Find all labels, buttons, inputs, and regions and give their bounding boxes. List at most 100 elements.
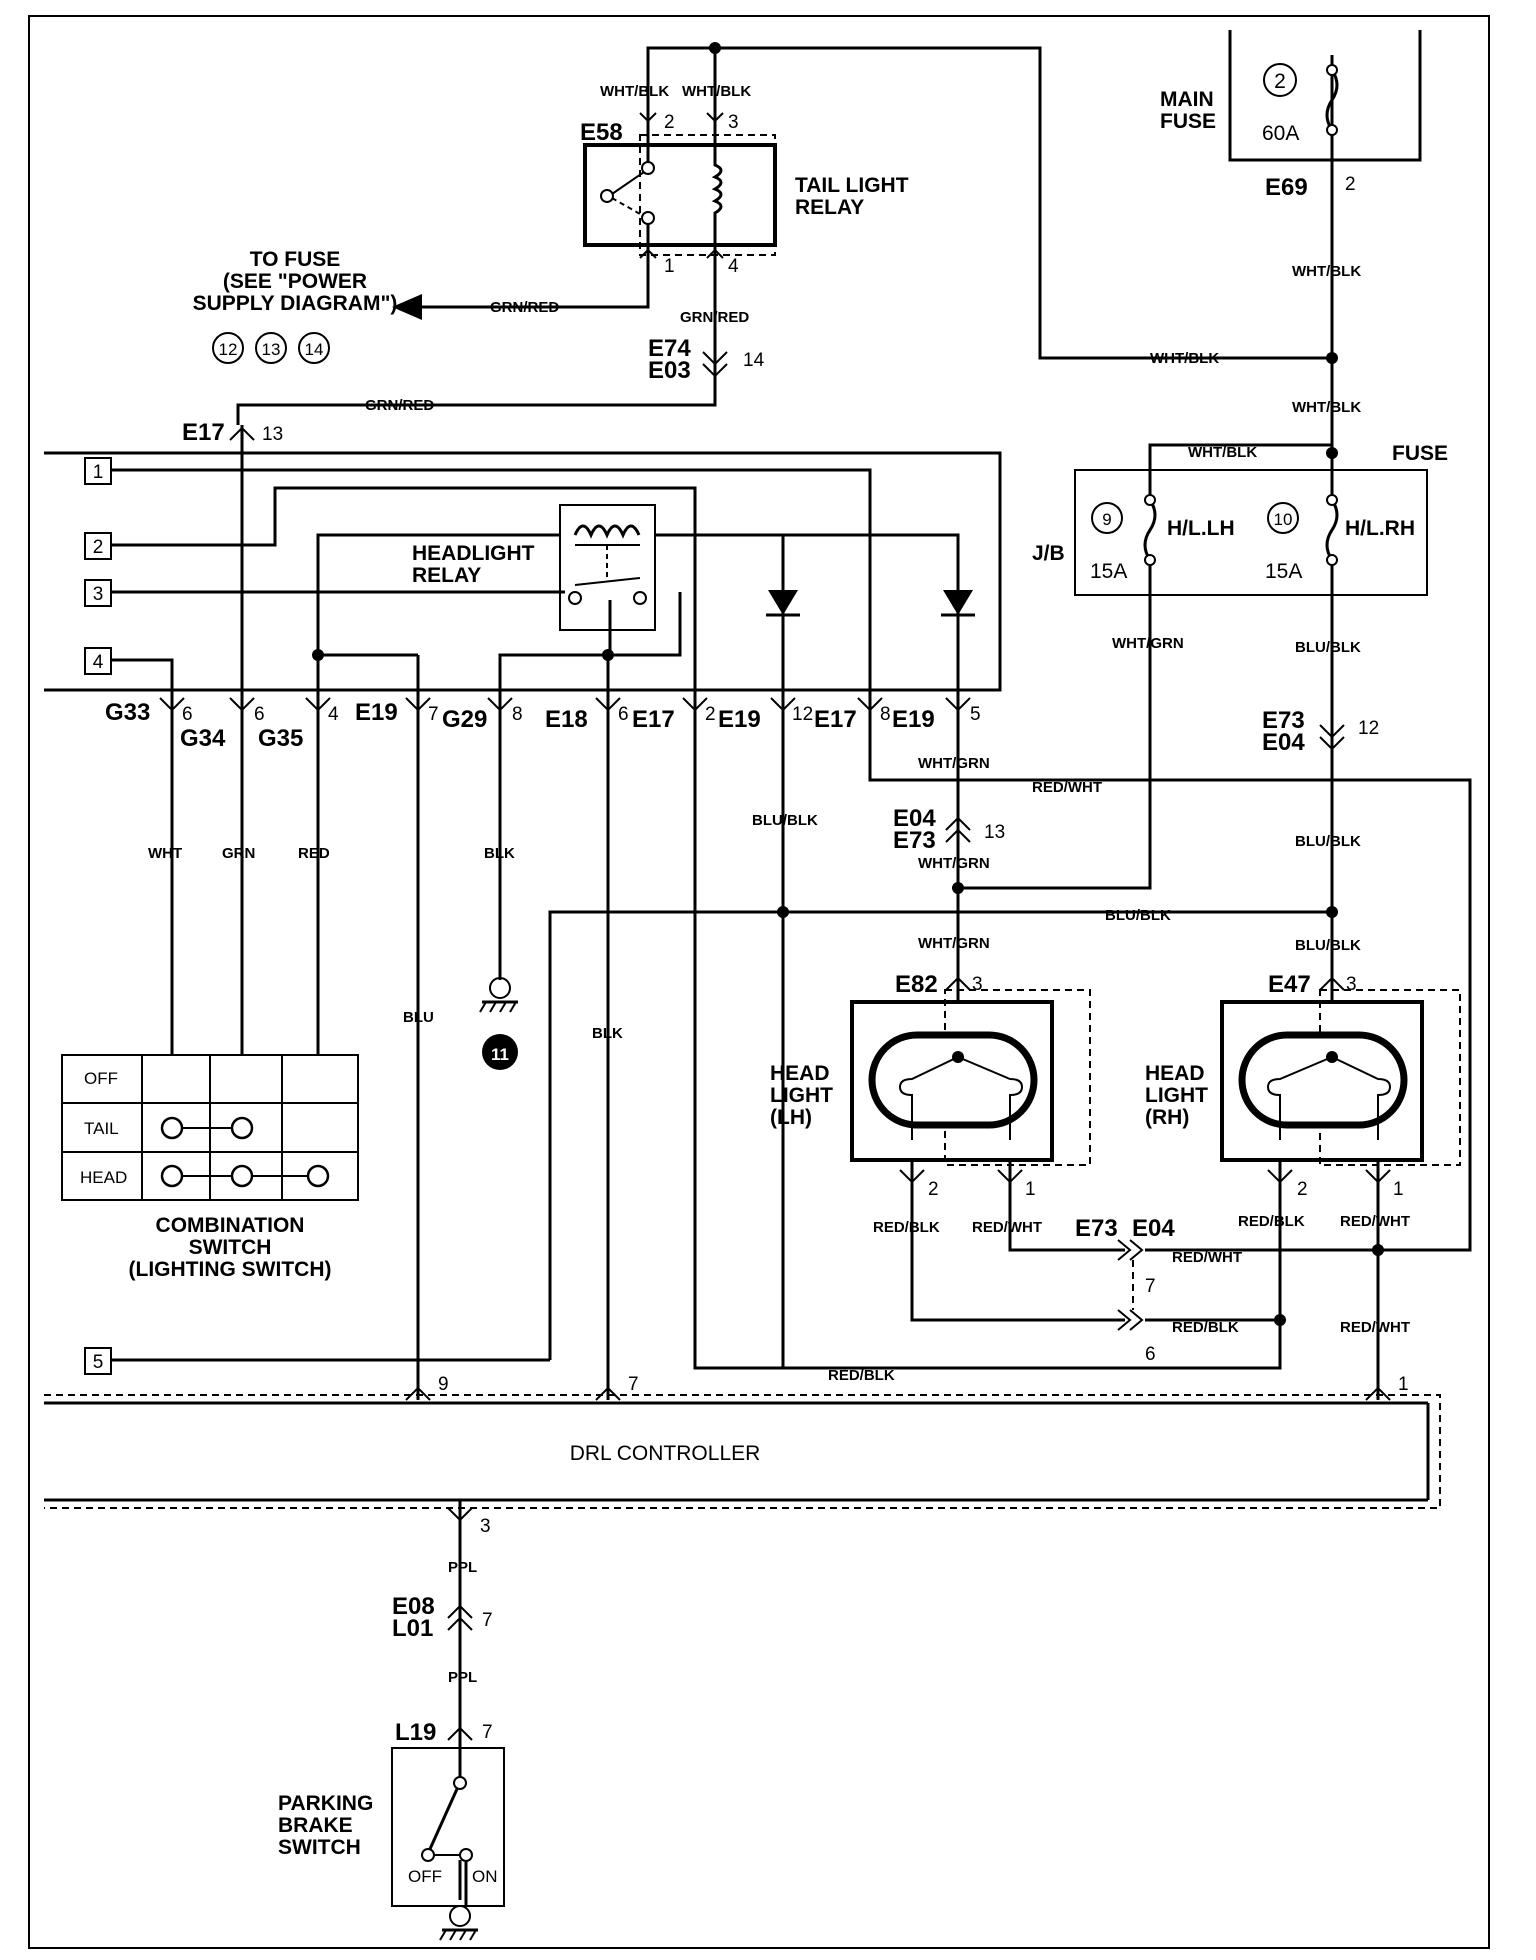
svg-text:(LH): (LH) — [770, 1106, 812, 1129]
connector-e08-l01: E08 L01 7 — [392, 1593, 493, 1642]
combination-switch: OFF TAIL HEAD COMBINATION SWITCH (LIGHTI… — [61, 1054, 359, 1281]
svg-text:E17: E17 — [632, 706, 675, 733]
svg-text:BRAKE: BRAKE — [278, 1814, 353, 1837]
svg-text:BLU/BLK: BLU/BLK — [1295, 639, 1361, 656]
svg-text:E17: E17 — [182, 419, 225, 446]
svg-text:3: 3 — [972, 974, 983, 995]
svg-text:3: 3 — [480, 1516, 491, 1537]
headlight-relay: HEADLIGHT RELAY — [412, 504, 656, 631]
diagram-border — [28, 15, 1490, 1949]
svg-text:5: 5 — [93, 1352, 104, 1373]
svg-text:3: 3 — [93, 584, 104, 605]
svg-text:1: 1 — [1025, 1179, 1036, 1200]
svg-text:(SEE "POWER: (SEE "POWER — [223, 270, 367, 293]
svg-text:OFF: OFF — [84, 1069, 118, 1088]
svg-text:WHT/BLK: WHT/BLK — [1150, 350, 1219, 367]
svg-text:13: 13 — [262, 340, 281, 359]
svg-text:RED/WHT: RED/WHT — [1172, 1249, 1242, 1266]
svg-text:2: 2 — [1297, 1179, 1308, 1200]
svg-text:3: 3 — [728, 112, 739, 133]
svg-text:RED/BLK: RED/BLK — [1172, 1319, 1239, 1336]
svg-text:WHT/BLK: WHT/BLK — [1292, 263, 1361, 280]
svg-text:2: 2 — [1345, 174, 1356, 195]
svg-text:L01: L01 — [392, 1615, 433, 1642]
svg-text:E47: E47 — [1268, 971, 1311, 998]
svg-text:13: 13 — [262, 424, 283, 445]
svg-text:RED/WHT: RED/WHT — [972, 1219, 1042, 1236]
svg-text:RED/WHT: RED/WHT — [1340, 1319, 1410, 1336]
svg-text:RED/WHT: RED/WHT — [1340, 1213, 1410, 1230]
connector-e74-e03: GRN/RED E74 E03 14 GRN/RED — [365, 309, 765, 414]
svg-text:WHT/BLK: WHT/BLK — [1188, 444, 1257, 461]
svg-text:HEAD: HEAD — [80, 1168, 127, 1187]
svg-text:RED: RED — [298, 845, 330, 862]
svg-text:G29: G29 — [442, 706, 487, 733]
svg-text:E19: E19 — [892, 706, 935, 733]
svg-text:FUSE: FUSE — [1160, 110, 1216, 133]
svg-text:E19: E19 — [355, 699, 398, 726]
svg-text:10: 10 — [1274, 510, 1293, 529]
svg-text:2: 2 — [93, 537, 104, 558]
svg-text:COMBINATION: COMBINATION — [156, 1214, 305, 1237]
svg-text:E18: E18 — [545, 706, 588, 733]
junction-block-fuses: FUSE J/B 9 H/L.LH 15A 10 H/L.RH 15A — [1032, 442, 1448, 596]
svg-text:1: 1 — [1393, 1179, 1404, 1200]
svg-text:E08: E08 — [392, 1593, 435, 1620]
svg-text:E82: E82 — [895, 971, 938, 998]
svg-text:G34: G34 — [180, 725, 226, 752]
wires — [44, 46, 1472, 1900]
module-terminals: 1 2 3 4 5 — [84, 457, 112, 1375]
svg-text:E03: E03 — [648, 357, 691, 384]
svg-text:4: 4 — [328, 704, 339, 725]
svg-text:6: 6 — [618, 704, 629, 725]
svg-text:E04: E04 — [1132, 1215, 1175, 1242]
svg-text:2: 2 — [705, 704, 716, 725]
svg-text:G35: G35 — [258, 725, 303, 752]
headlight-rh: E47 3 HEAD LIGHT (RH) 2 1 — [1145, 971, 1461, 1200]
svg-text:SWITCH: SWITCH — [278, 1836, 361, 1859]
svg-text:J/B: J/B — [1032, 542, 1065, 565]
svg-text:6: 6 — [182, 704, 193, 725]
svg-text:PPL: PPL — [448, 1559, 477, 1576]
svg-text:(LIGHTING SWITCH): (LIGHTING SWITCH) — [129, 1258, 332, 1281]
svg-text:BLU: BLU — [403, 1009, 434, 1026]
svg-text:60A: 60A — [1262, 122, 1299, 145]
ground-11: 11 — [479, 977, 518, 1070]
svg-text:6: 6 — [254, 704, 265, 725]
svg-text:LIGHT: LIGHT — [1145, 1084, 1208, 1107]
svg-text:MAIN: MAIN — [1160, 88, 1214, 111]
svg-text:E04: E04 — [1262, 729, 1305, 756]
svg-text:TO FUSE: TO FUSE — [250, 248, 341, 271]
svg-text:ON: ON — [472, 1867, 498, 1886]
svg-text:H/L.RH: H/L.RH — [1345, 517, 1415, 540]
svg-text:BLU/BLK: BLU/BLK — [1105, 907, 1171, 924]
svg-text:WHT/GRN: WHT/GRN — [918, 855, 990, 872]
svg-text:E73: E73 — [1075, 1215, 1118, 1242]
svg-text:E73: E73 — [1262, 707, 1305, 734]
svg-text:GRN/RED: GRN/RED — [365, 397, 434, 414]
svg-text:12: 12 — [792, 704, 813, 725]
svg-text:E58: E58 — [580, 119, 623, 146]
svg-text:14: 14 — [305, 340, 324, 359]
svg-text:1: 1 — [664, 256, 675, 277]
svg-text:2: 2 — [928, 1179, 939, 1200]
tail-light-relay: E58 2 3 1 4 WHT/BLK WHT/BLK TAIL LIGHT R… — [580, 83, 909, 277]
connector-e73-e04: E73 E04 12 — [1262, 707, 1379, 756]
svg-text:8: 8 — [512, 704, 523, 725]
svg-text:WHT/GRN: WHT/GRN — [918, 755, 990, 772]
connector-e04-e73: E04 E73 13 — [893, 805, 1005, 854]
diodes — [766, 590, 975, 617]
svg-text:7: 7 — [482, 1722, 493, 1743]
svg-text:12: 12 — [1358, 718, 1379, 739]
svg-text:WHT: WHT — [148, 845, 182, 862]
svg-text:RELAY: RELAY — [795, 196, 864, 219]
svg-text:TAIL LIGHT: TAIL LIGHT — [795, 174, 909, 197]
svg-text:BLK: BLK — [484, 845, 515, 862]
svg-text:E19: E19 — [718, 706, 761, 733]
svg-text:TAIL: TAIL — [84, 1119, 119, 1138]
svg-text:4: 4 — [728, 256, 739, 277]
svg-text:RED/BLK: RED/BLK — [873, 1219, 940, 1236]
svg-text:OFF: OFF — [408, 1867, 442, 1886]
drl-controller: DRL CONTROLLER 9 7 1 3 — [44, 1374, 1441, 1537]
